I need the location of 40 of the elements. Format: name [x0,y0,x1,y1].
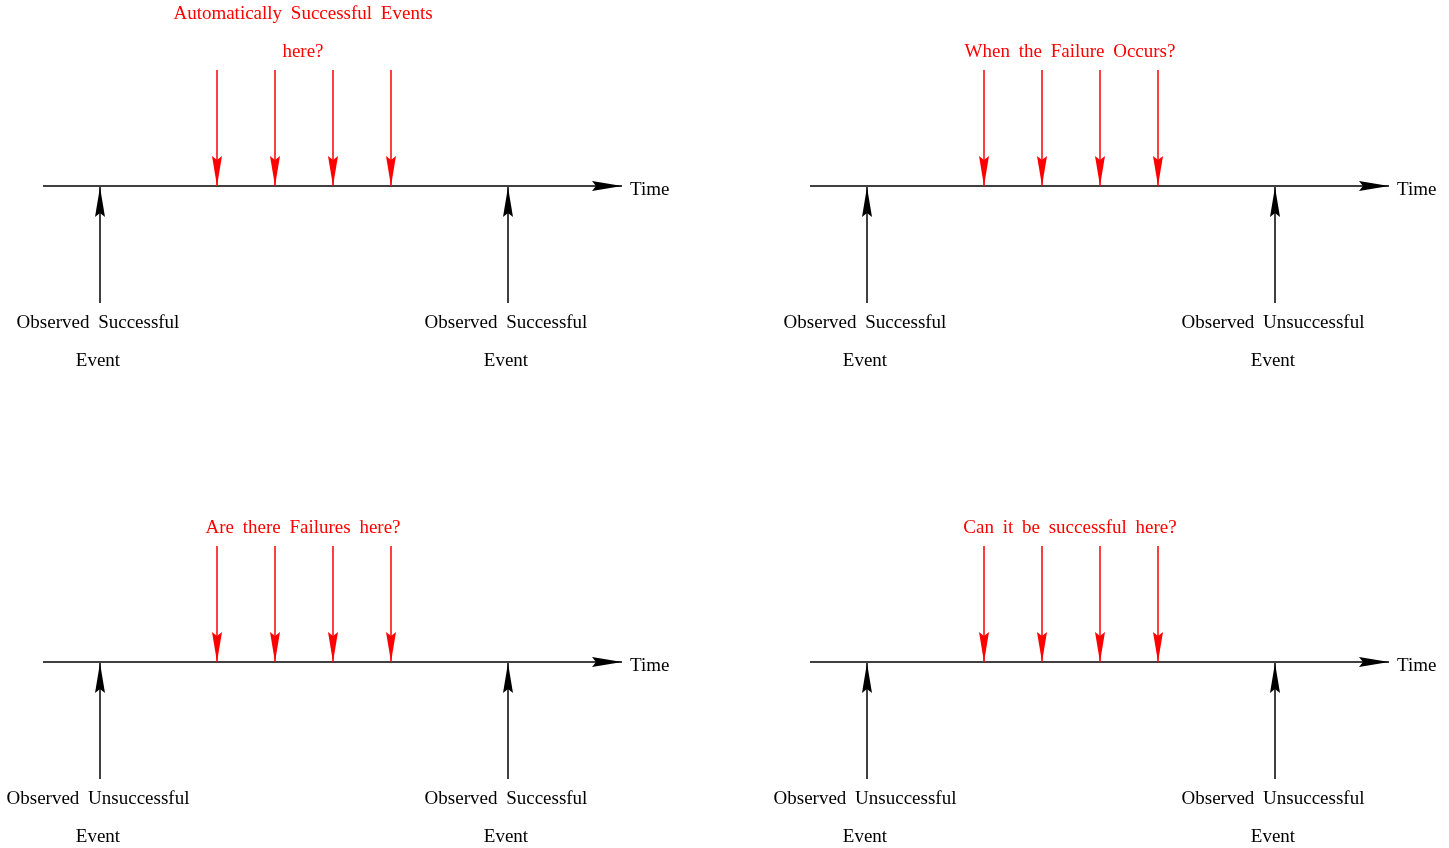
axis-label: Time [1397,177,1437,201]
arrow [1153,69,1163,187]
arrow [95,662,105,780]
arrow [1153,545,1163,663]
event-label: Observed Successful Event [406,303,606,379]
arrow [1270,662,1280,780]
arrow [328,69,338,187]
arrow [1095,545,1105,663]
arrow [862,186,872,304]
arrow [386,545,396,663]
event-label: Observed Unsuccessful Event [1173,779,1373,848]
question-text: When the Failure Occurs? [920,32,1220,70]
arrow [1270,186,1280,304]
event-label: Observed Unsuccessful Event [1173,303,1373,379]
arrow [95,186,105,304]
arrow [1095,69,1105,187]
arrow [862,662,872,780]
event-label: Observed Unsuccessful Event [765,779,965,848]
arrow [1037,545,1047,663]
question-text: Can it be successful here? [920,508,1220,546]
arrow [979,545,989,663]
axis-label: Time [630,653,670,677]
arrow [328,545,338,663]
event-label: Observed Successful Event [406,779,606,848]
event-label: Observed Successful Event [0,303,198,379]
arrow [503,662,513,780]
question-text: Are there Failures here? [153,508,453,546]
arrow [503,186,513,304]
arrow [979,69,989,187]
event-label: Observed Successful Event [765,303,965,379]
axis-label: Time [630,177,670,201]
arrow [386,69,396,187]
arrow [212,69,222,187]
axis-label: Time [1397,653,1437,677]
arrow [270,69,280,187]
arrow [212,545,222,663]
arrow [1037,69,1047,187]
arrow [270,545,280,663]
event-label: Observed Unsuccessful Event [0,779,198,848]
question-text: Automatically Successful Events here? [153,0,453,70]
